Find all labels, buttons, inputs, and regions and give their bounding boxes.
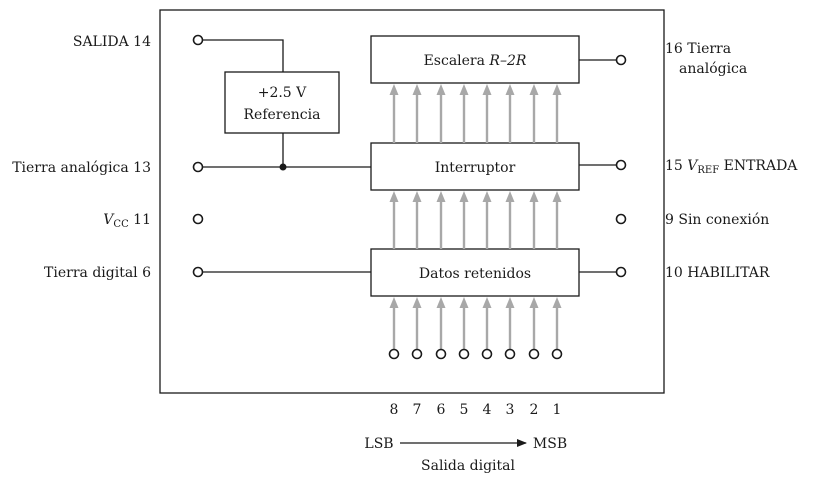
bus-arrow-head [529,191,539,202]
wire-salida [203,39,284,72]
bus-arrow-head [436,191,446,202]
label-msb: MSB [533,436,567,452]
bus-arrow-head [459,191,469,202]
bus-arrow-head [436,84,446,95]
bit-number: 2 [530,402,539,418]
digital-input-pin [411,348,423,360]
bus-arrow-head [505,191,515,202]
pin-salida [192,34,204,46]
latch-label: Datos retenidos [419,266,531,282]
bus-arrow-head [412,84,422,95]
bit-number: 5 [460,402,469,418]
bus-arrow-head [552,191,562,202]
pin-tierra-digital [192,266,204,278]
label-tierra-digital-6: Tierra digital 6 [44,265,151,281]
bit-number: 6 [437,402,446,418]
bus-arrow-head [412,297,422,308]
label-habilitar: 10 HABILITAR [665,265,770,281]
bus-arrow-head [389,297,399,308]
label-tierra-analogica-13: Tierra analógica 13 [12,160,151,176]
label-salida-digital: Salida digital [421,458,516,474]
label-vref-entrada: 15 VREF ENTRADA [665,158,798,176]
bus-arrow-head [389,191,399,202]
bit-number: 7 [413,402,422,418]
bus-arrow-head [389,84,399,95]
label-16-tierra: 16 Tierra [665,41,731,57]
bus-arrow-head [505,84,515,95]
label-analogica: analógica [679,61,747,77]
bus-arrow-head [436,297,446,308]
ladder-block [370,35,580,84]
bus-arrow-head [552,84,562,95]
digital-input-pin [528,348,540,360]
pin-sin-conexion [615,213,627,225]
pin-tierra-analogica-16 [615,54,627,66]
reference-label: Referencia [244,107,321,123]
bus-arrow-head [459,84,469,95]
reference-block [224,71,340,134]
bit-number: 1 [553,402,562,418]
bus-arrow-head [529,84,539,95]
bus-arrow-head [505,297,515,308]
bus-arrow-head [412,191,422,202]
digital-input-pin [551,348,563,360]
pin-vref-entrada [615,159,627,171]
digital-input-pin [481,348,493,360]
bus-arrows-switch-to-ladder [389,84,562,143]
pin-vcc [192,213,204,225]
switch-label: Interruptor [435,160,516,176]
switch-block [370,142,580,191]
pin-tierra-analogica-13 [192,161,204,173]
digital-input-pin [458,348,470,360]
bit-number: 8 [390,402,399,418]
bit-number: 4 [483,402,492,418]
label-vcc-11: VCC 11 [103,212,151,230]
ladder-label: Escalera R–2R [424,53,527,69]
bus-arrow-head [552,297,562,308]
bit-number: 3 [506,402,515,418]
digital-input-pin [388,348,400,360]
bus-arrow-head [482,297,492,308]
digital-input-pin [435,348,447,360]
label-salida-14: SALIDA 14 [73,34,151,50]
latch-block [370,248,580,297]
bus-arrow-head [529,297,539,308]
digital-input-pins [388,348,563,360]
label-lsb: LSB [364,436,393,452]
junction-dot [279,163,287,171]
bus-arrow-head [459,297,469,308]
digital-input-pin [504,348,516,360]
bus-arrows-latch-to-switch [389,191,562,249]
bus-arrow-head [482,191,492,202]
label-sin-conexion: 9 Sin conexión [665,212,769,228]
pin-habilitar [615,266,627,278]
bus-arrows-inputs-to-latch [389,297,562,349]
bus-arrow-head [482,84,492,95]
reference-voltage-label: +2.5 V [258,85,307,101]
